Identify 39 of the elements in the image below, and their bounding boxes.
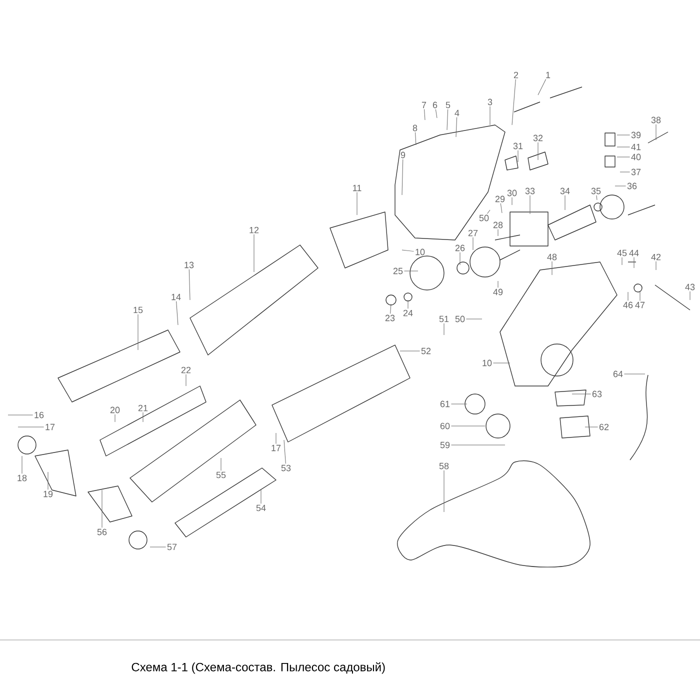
leader-line [142,412,144,422]
leader-line [616,134,630,136]
leader-line [472,237,474,250]
leader-line [500,203,502,214]
leader-line [450,444,506,446]
leader-line [415,132,416,146]
leader-line [616,146,630,148]
leader-line [390,304,392,314]
leader-line [220,458,222,471]
leader-line [8,414,34,416]
callout-number: 2 [514,72,518,78]
callout-number: 1 [546,72,550,78]
leader-line [18,426,44,428]
callout-number: 43 [685,284,695,290]
leader-line [400,350,420,352]
leader-line [446,109,448,130]
leader-line [564,195,566,210]
leader-line [456,117,458,138]
leader-line [616,156,630,158]
leader-line [402,250,414,252]
leader-line [150,546,166,548]
leader-line [492,362,510,364]
leader-line [424,109,426,120]
title: Схема 1-1 (Схема-состав. Пылесос садовый) [132,662,385,674]
leader-line [487,210,490,214]
leader-line [466,318,482,320]
leader-line [435,109,438,118]
leader-line [260,490,262,504]
leader-line [114,414,116,422]
leader-line [356,192,358,216]
leader-line [404,270,418,272]
leader-line [188,269,190,300]
leader-line [176,301,178,326]
leader-line [596,195,598,200]
leader-line [538,79,546,96]
leader-line [402,159,404,196]
leader-line [284,440,286,464]
leader-line [584,426,598,428]
leader-line [512,79,516,126]
